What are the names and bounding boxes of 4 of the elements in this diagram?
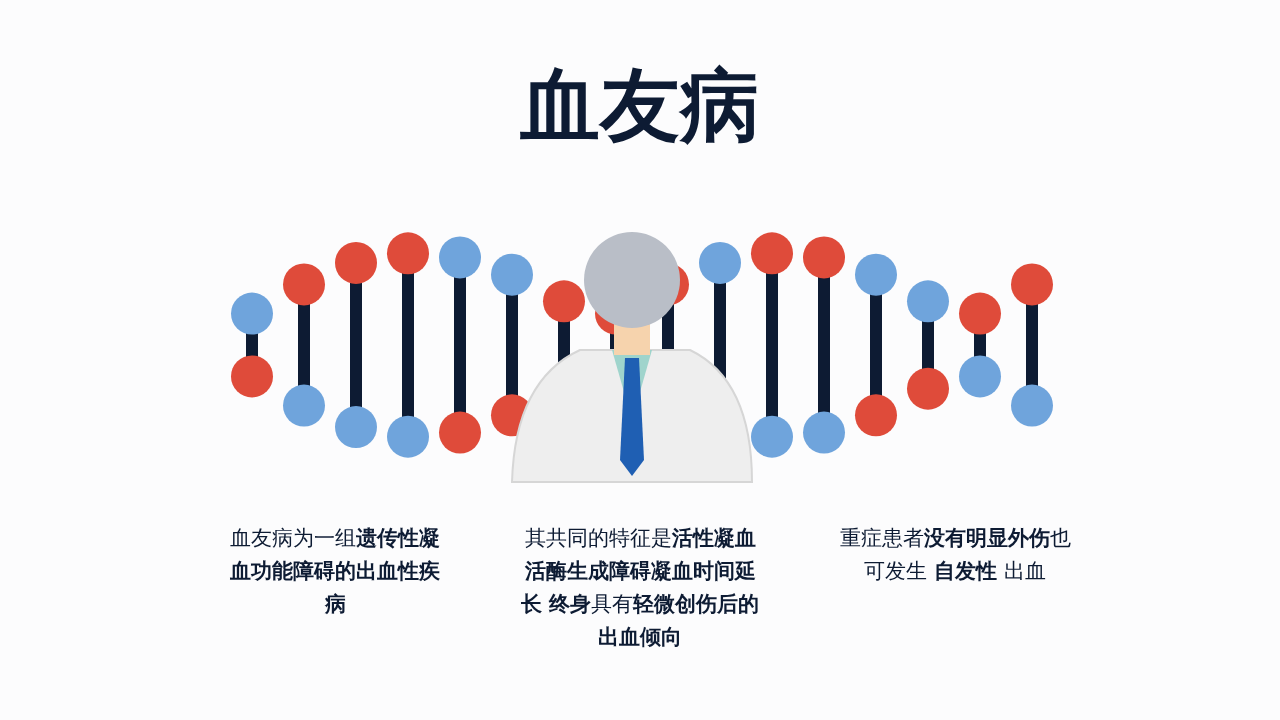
description-text: 血友病为一组遗传性凝血功能障碍的出血性疾病 [229, 525, 441, 618]
description-text: 重症患者没有明显外伤也可发生 自发性 出血 [838, 525, 1072, 585]
description-text: 其共同的特征是活性凝血活酶生成障碍凝血时间延长 终身具有轻微创伤后的出血倾向 [519, 525, 761, 651]
title: 血友病 [519, 62, 761, 150]
